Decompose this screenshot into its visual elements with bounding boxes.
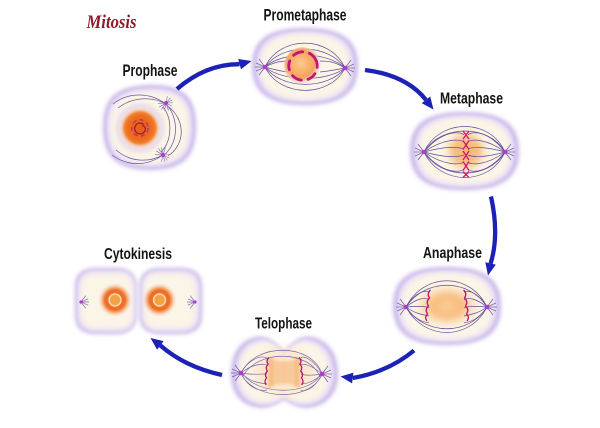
svg-text:Metaphase: Metaphase bbox=[440, 91, 503, 108]
svg-text:Anaphase: Anaphase bbox=[423, 245, 482, 262]
svg-text:Cytokinesis: Cytokinesis bbox=[104, 246, 172, 263]
svg-text:Prometaphase: Prometaphase bbox=[264, 6, 347, 25]
svg-text:Prophase: Prophase bbox=[123, 61, 178, 80]
svg-text:Telophase: Telophase bbox=[255, 316, 312, 333]
svg-text:Mitosis: Mitosis bbox=[86, 12, 137, 33]
